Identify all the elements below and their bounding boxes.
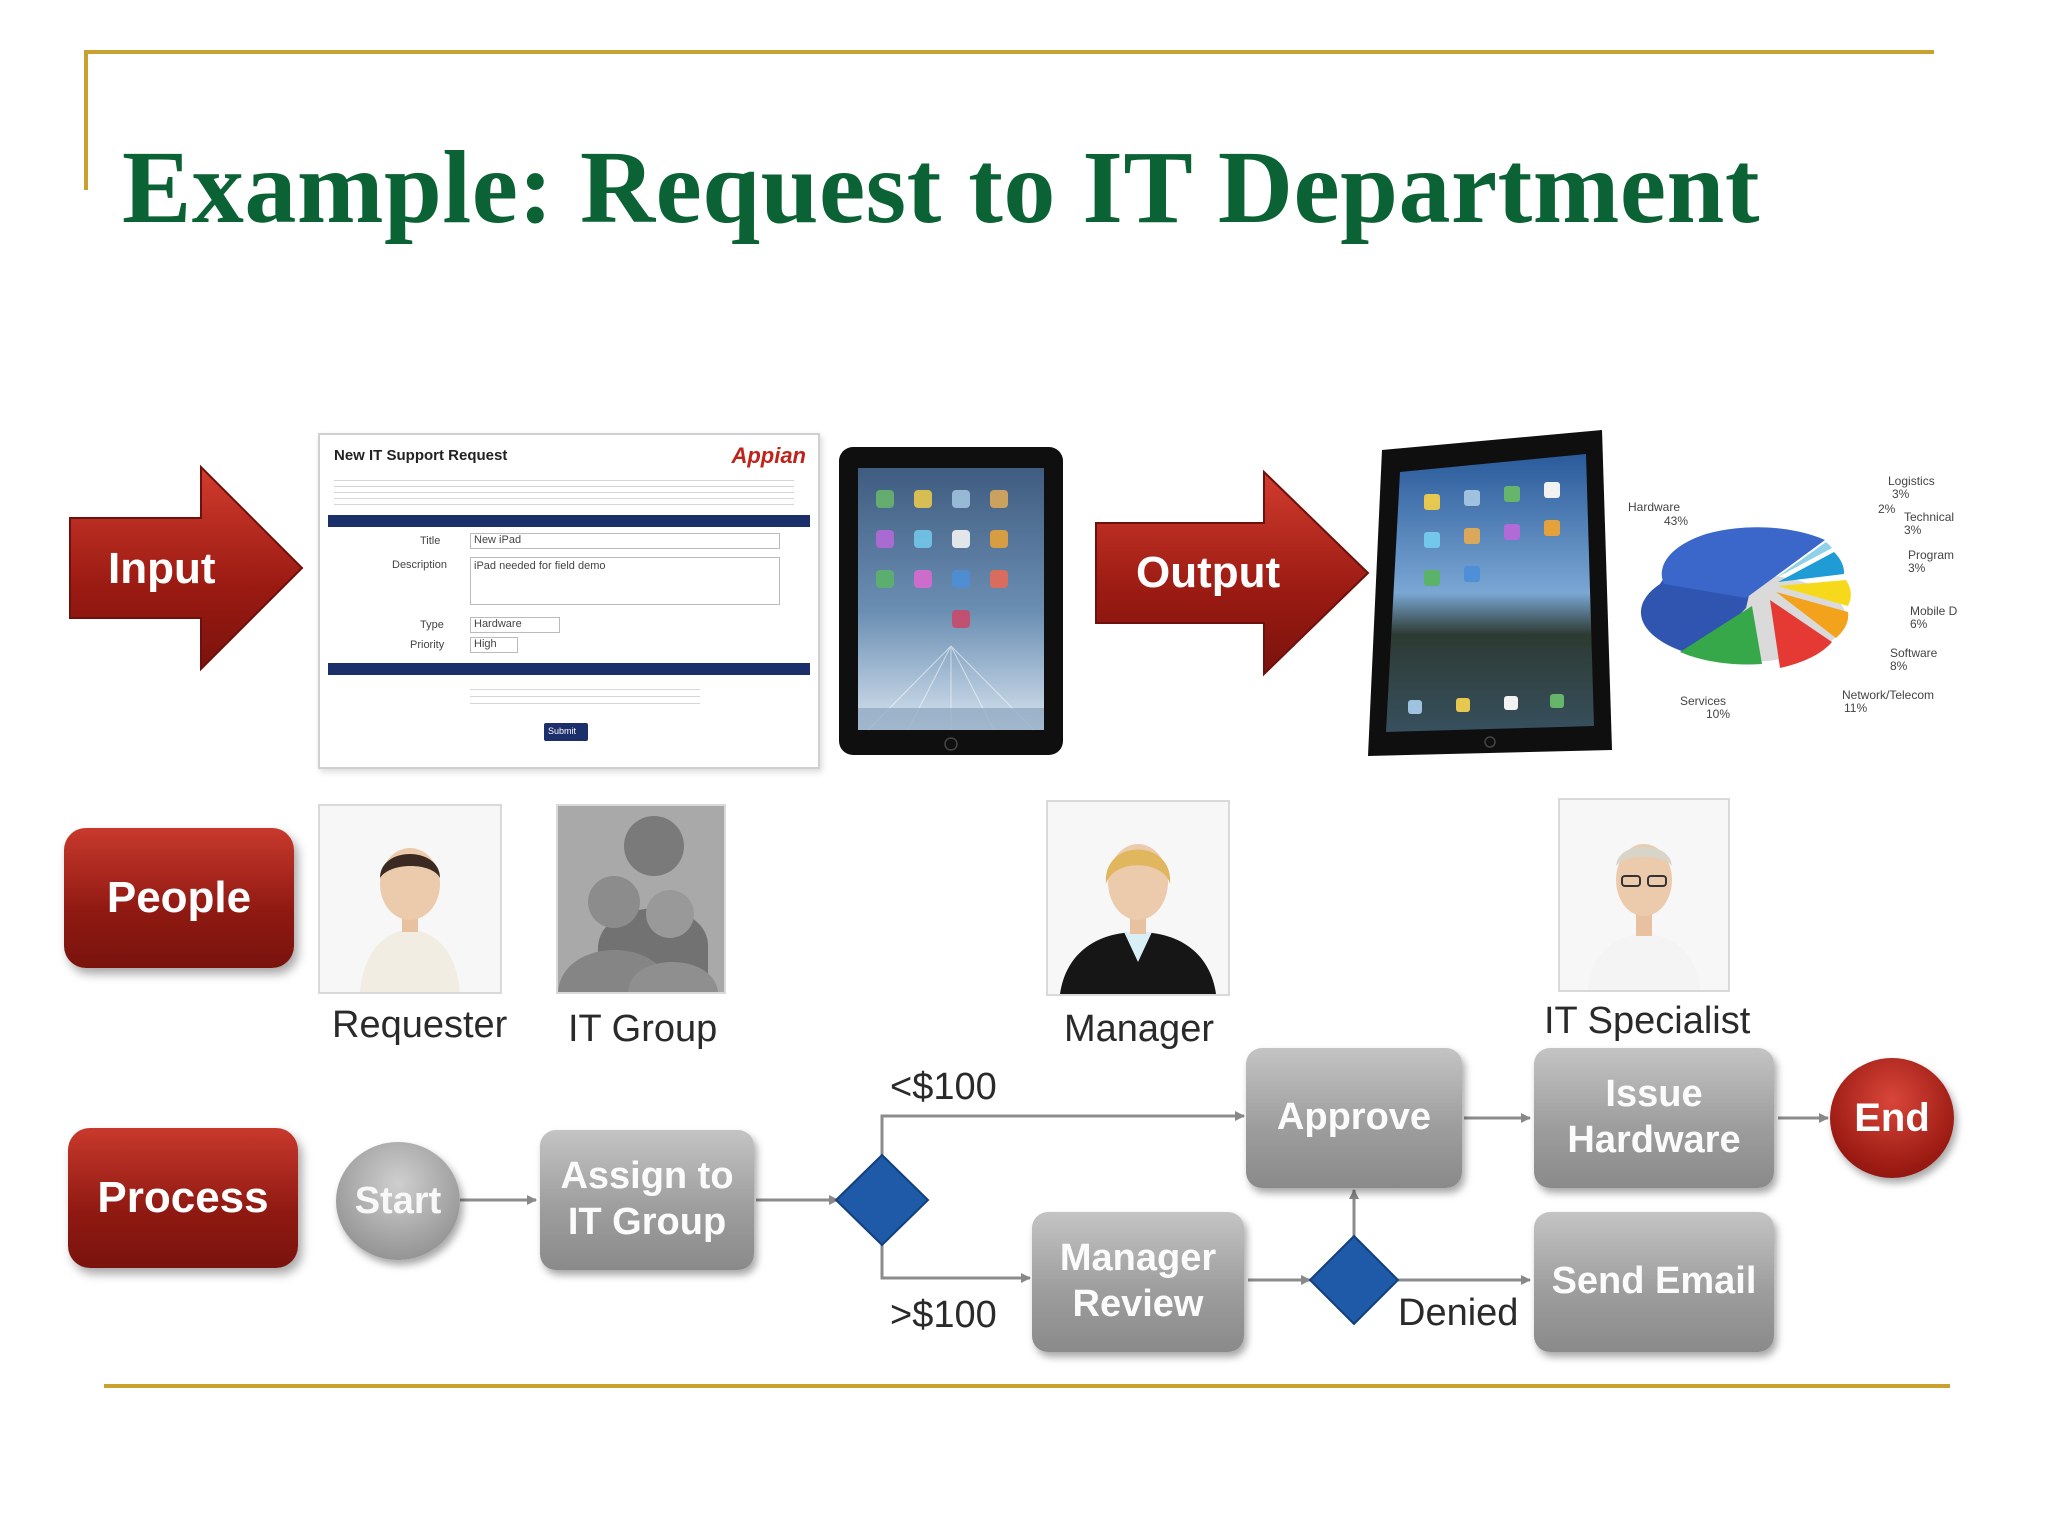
bottom-rule: [104, 1384, 1950, 1388]
pie-label-network: Network/Telecom: [1842, 688, 1935, 702]
priority-select[interactable]: High: [470, 637, 518, 653]
form-submit-label: Submit: [548, 726, 577, 736]
pie-label-network-pct: 11%: [1844, 701, 1868, 715]
type-select-value: Hardware: [474, 618, 522, 630]
left-rule: [84, 50, 88, 190]
process-row-label: Process: [68, 1128, 298, 1268]
form-brand-logo: Appian: [731, 443, 806, 468]
pie-label-logistics: Logistics: [1888, 474, 1935, 488]
pie-label-services: Services: [1680, 694, 1727, 708]
input-label: Input: [108, 544, 216, 593]
denied-label: Denied: [1398, 1292, 1519, 1334]
approve-step: Approve: [1246, 1048, 1462, 1188]
type-select[interactable]: Hardware: [470, 617, 560, 633]
form-submit-button[interactable]: Submit: [544, 723, 588, 741]
form-intro-text: [334, 475, 794, 505]
it-support-form: New IT Support Request Appian Title New …: [318, 433, 820, 769]
output-label: Output: [1136, 548, 1281, 597]
start-node-label: Start: [354, 1179, 442, 1222]
input-arrow: [69, 464, 304, 672]
form-title: New IT Support Request: [334, 447, 508, 464]
priority-select-value: High: [474, 638, 497, 650]
manager-avatar-icon: [1060, 844, 1216, 994]
pie-label-program-pct: 3%: [1908, 561, 1926, 575]
it-group-photo: [556, 804, 726, 994]
it-group-label: IT Group: [568, 1008, 718, 1050]
slide-title: Example: Request to IT Department: [122, 130, 1760, 245]
description-value: iPad needed for field demo: [474, 560, 606, 572]
pie-label-mobile: Mobile D: [1910, 604, 1958, 618]
form-field-label: Type: [420, 619, 444, 631]
tablet-output-image: [1368, 430, 1612, 756]
end-node: End: [1830, 1058, 1954, 1178]
manager-photo: [1046, 800, 1230, 996]
form-section-bar: [328, 515, 810, 527]
requester-photo: [318, 804, 502, 994]
top-rule: [84, 50, 1934, 54]
start-node: Start: [336, 1142, 460, 1260]
end-node-label: End: [1854, 1095, 1930, 1140]
amount-decision-diamond: [834, 1153, 930, 1247]
manager-label: Manager: [1064, 1008, 1214, 1050]
issue-hardware-step: Issue Hardware: [1534, 1048, 1774, 1188]
it-specialist-avatar-icon: [1588, 844, 1700, 990]
assign-to-it-group-step: Assign to IT Group: [540, 1130, 754, 1270]
manager-review-step: Manager Review: [1032, 1212, 1244, 1352]
description-textarea[interactable]: iPad needed for field demo: [470, 557, 780, 605]
gt-100-label: >$100: [890, 1294, 997, 1336]
pie-label-program: Program: [1908, 548, 1955, 562]
title-input-value: New iPad: [474, 534, 522, 546]
requester-label: Requester: [332, 1004, 508, 1046]
pie-label-logistics-pct: 3%: [1892, 487, 1910, 501]
form-field-label: Description: [392, 559, 448, 571]
tablet-input-image: [839, 447, 1063, 755]
form-option-lines: [470, 683, 700, 705]
it-specialist-label: IT Specialist: [1544, 1000, 1751, 1042]
form-section-bar: [328, 663, 810, 675]
pie-label-technical: Technical: [1904, 510, 1955, 524]
pie-chart-image: [1640, 527, 1851, 668]
output-arrow: [1095, 469, 1370, 677]
it-specialist-photo: [1558, 798, 1730, 992]
approval-decision-diamond: [1308, 1234, 1400, 1326]
pie-label-mobile-pct: 6%: [1910, 617, 1928, 631]
form-field-label: Priority: [410, 639, 445, 651]
it-group-avatar-icon: [558, 816, 718, 992]
send-email-step: Send Email: [1534, 1212, 1774, 1352]
people-row-label: People: [64, 828, 294, 968]
pie-label-software-pct: 8%: [1890, 659, 1908, 673]
lt-100-label: <$100: [890, 1066, 997, 1108]
title-input[interactable]: New iPad: [470, 533, 780, 549]
pie-label-services-pct: 10%: [1706, 707, 1731, 721]
pie-label-software: Software: [1890, 646, 1938, 660]
pie-label-hardware-pct: 43%: [1664, 514, 1689, 528]
pie-label-technical-pct: 3%: [1904, 523, 1922, 537]
form-field-label: Title: [420, 535, 441, 547]
requester-avatar-icon: [360, 848, 460, 992]
pie-label-hardware: Hardware: [1628, 500, 1681, 514]
pie-label-unnamed-pct: 2%: [1878, 502, 1896, 516]
